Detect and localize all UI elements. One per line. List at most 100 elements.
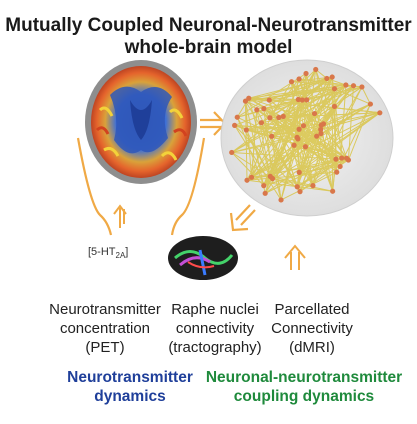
- network-edge: [234, 125, 282, 201]
- network-node: [297, 189, 303, 195]
- network-edge: [347, 103, 371, 161]
- network-edge: [299, 158, 337, 173]
- network-node: [331, 86, 338, 92]
- network-node: [304, 97, 310, 103]
- network-edge: [291, 81, 362, 88]
- network-edge: [231, 152, 265, 186]
- network-node: [261, 182, 267, 189]
- network-node: [291, 142, 297, 148]
- network-node: [276, 114, 282, 121]
- network-edge: [263, 108, 274, 179]
- network-edge: [231, 129, 321, 153]
- network-edge: [347, 85, 354, 161]
- network-edge: [302, 125, 314, 186]
- network-edge: [256, 109, 301, 192]
- network-edge: [303, 125, 337, 160]
- network-node: [377, 110, 383, 116]
- network-edge: [231, 85, 354, 153]
- network-node: [367, 101, 374, 107]
- network-node: [324, 75, 330, 82]
- network-node: [318, 126, 324, 133]
- network-node: [254, 107, 260, 113]
- network-node: [359, 84, 365, 90]
- network-edge: [326, 77, 347, 86]
- network-node: [232, 122, 238, 128]
- network-node: [331, 103, 338, 110]
- network-node: [248, 174, 255, 180]
- network-node: [243, 127, 249, 133]
- network-node: [303, 70, 309, 77]
- network-edge: [280, 145, 295, 201]
- network-edge: [256, 109, 271, 177]
- network-node: [244, 177, 250, 183]
- network-node: [234, 114, 240, 120]
- network-node: [339, 155, 345, 161]
- network-node: [302, 144, 309, 150]
- network-node: [337, 163, 343, 170]
- network-edge: [231, 151, 336, 160]
- network-node: [295, 96, 301, 103]
- up-arrow-dmri: [284, 244, 306, 270]
- network-node: [296, 76, 302, 82]
- network-edge: [321, 103, 371, 126]
- network-node: [229, 149, 235, 156]
- network-edge: [251, 109, 258, 178]
- network-node: [311, 110, 318, 117]
- network-edge: [246, 179, 333, 192]
- network-edge: [269, 117, 306, 148]
- network-edge: [271, 113, 315, 137]
- pet-brain-slice: [85, 60, 197, 184]
- network-node: [280, 113, 286, 120]
- network-node: [288, 79, 295, 85]
- network-edge: [246, 157, 342, 181]
- network-edge: [361, 86, 371, 105]
- network-edge: [263, 85, 354, 186]
- network-edge: [269, 81, 292, 119]
- title-line-1: Mutually Coupled Neuronal-Neurotransmitt…: [5, 15, 412, 36]
- title-line-2: whole-brain model: [124, 37, 293, 58]
- network-node: [296, 169, 302, 175]
- network-node: [267, 173, 273, 179]
- network-node: [294, 184, 300, 190]
- network-edge: [271, 136, 282, 201]
- network-node: [330, 188, 336, 194]
- network-edge: [234, 124, 342, 159]
- network-node: [343, 82, 349, 88]
- network-edge: [336, 103, 371, 173]
- network-node: [320, 121, 327, 127]
- network-node: [269, 133, 275, 139]
- network-node: [267, 115, 273, 121]
- tractography-brain: [168, 236, 238, 280]
- network-edge: [237, 99, 307, 118]
- network-node: [300, 123, 307, 129]
- network-edge: [271, 135, 298, 138]
- network-node: [343, 155, 350, 161]
- network-edge: [298, 86, 363, 130]
- network-node: [334, 169, 340, 175]
- network-node: [314, 133, 320, 139]
- network-edge: [272, 178, 333, 192]
- network-edge: [236, 73, 307, 118]
- network-node: [262, 190, 268, 196]
- network-edge: [303, 113, 315, 127]
- orange-funnel-arrows: [76, 137, 206, 236]
- network-node: [350, 83, 357, 89]
- network-node: [261, 106, 267, 112]
- network-edge: [269, 78, 300, 119]
- network-edge: [298, 85, 354, 130]
- network-edge: [234, 88, 335, 126]
- network-edge: [263, 99, 303, 110]
- up-arrow-pet: [113, 204, 127, 228]
- network-node: [329, 74, 335, 80]
- connectome-network: [220, 59, 394, 217]
- network-edge: [269, 76, 333, 119]
- network-node: [278, 197, 284, 203]
- network-edge: [280, 171, 337, 201]
- network-node: [299, 97, 305, 103]
